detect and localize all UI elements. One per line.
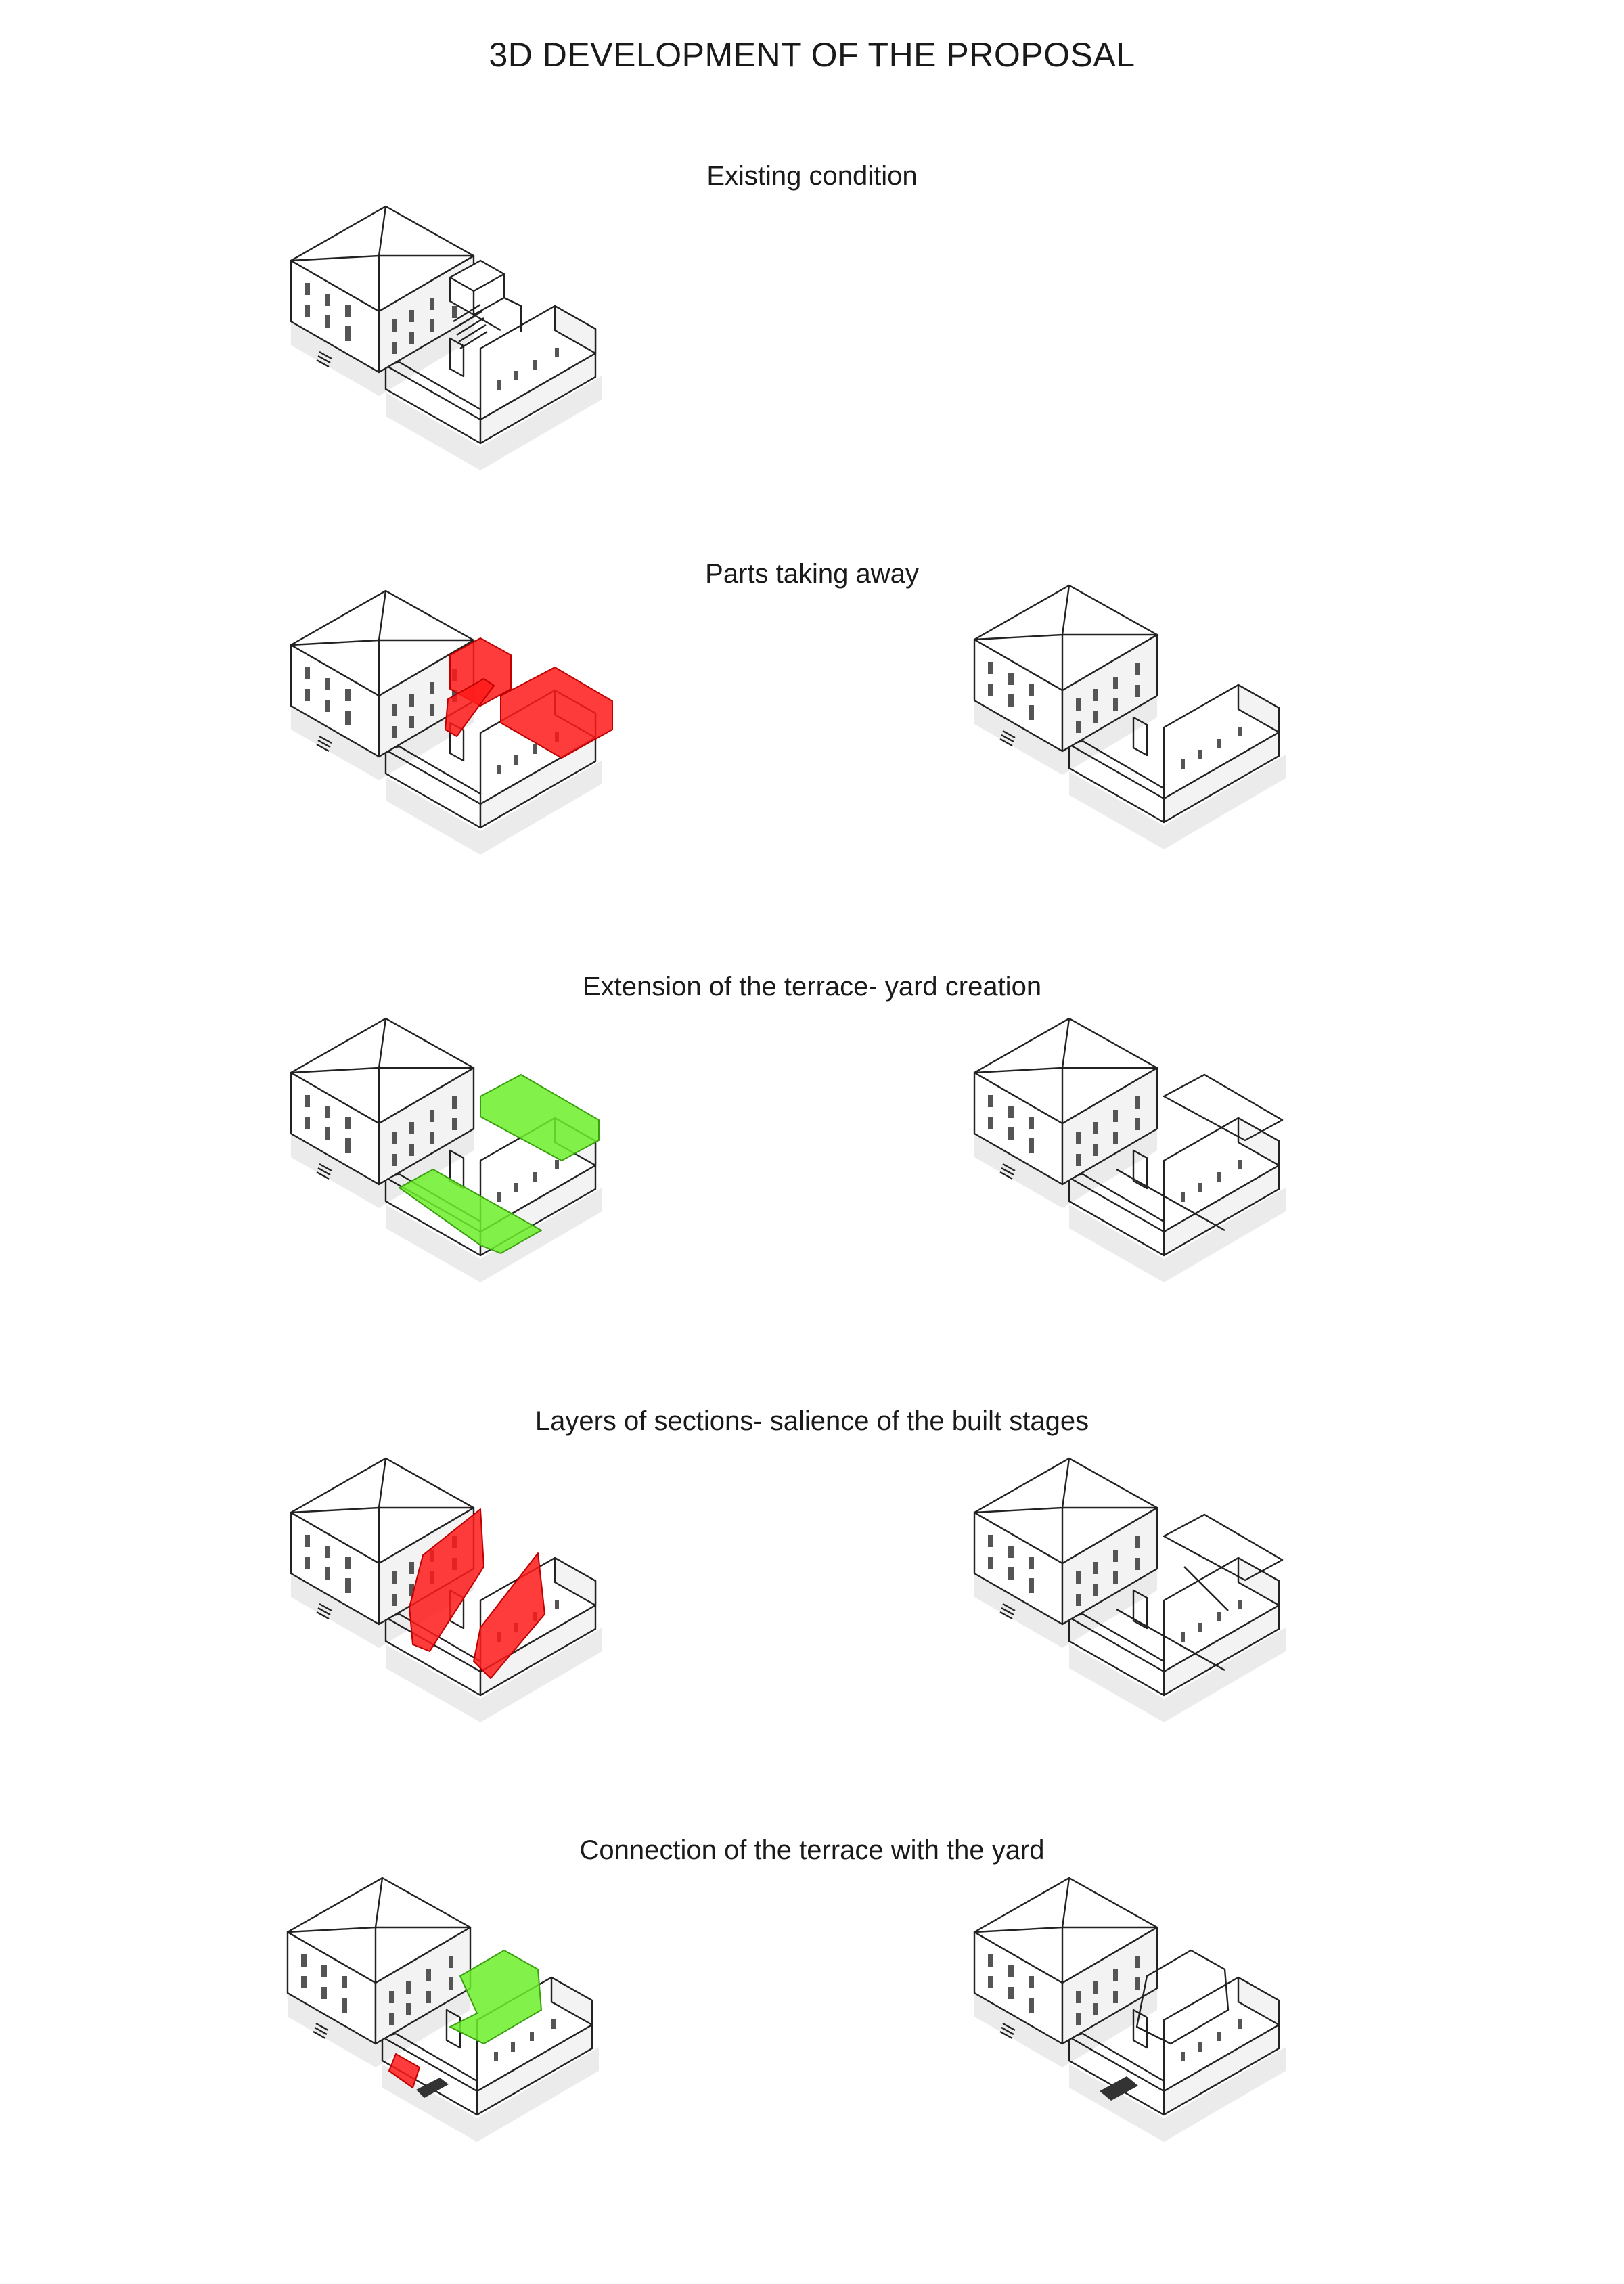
- page-title: 3D DEVELOPMENT OF THE PROPOSAL: [489, 36, 1135, 74]
- diagram-existing-condition: [277, 203, 616, 528]
- section-heading-terrace-extension: Extension of the terrace- yard creation: [582, 972, 1042, 1002]
- diagram-terrace-extension-result: [961, 1015, 1299, 1340]
- yard-floor: [399, 1169, 542, 1254]
- removed-stair: [445, 678, 495, 737]
- connection-ramp: [449, 1950, 542, 2044]
- section-plane-2: [473, 1552, 545, 1679]
- connection-stair: [416, 2078, 449, 2098]
- section-heading-parts-taking-away: Parts taking away: [705, 559, 919, 589]
- diagram-layers-of-sections-result: [961, 1455, 1299, 1780]
- section-plane-1: [409, 1508, 484, 1652]
- section-heading-terrace-yard-connection: Connection of the terrace with the yard: [579, 1835, 1045, 1865]
- section-heading-layers-of-sections: Layers of sections- salience of the buil…: [535, 1406, 1089, 1436]
- diagram-terrace-yard-connection-result: [961, 1875, 1299, 2199]
- connection-removed-wall: [388, 2053, 420, 2088]
- terrace-extension: [480, 1074, 600, 1161]
- diagram-parts-removed-highlighted: [277, 587, 616, 912]
- diagram-layers-of-sections-highlighted: [277, 1455, 616, 1780]
- connection-stair-result: [1100, 2076, 1138, 2101]
- removed-roof: [500, 667, 613, 759]
- section-heading-existing: Existing condition: [706, 161, 918, 191]
- diagram-parts-removed-result: [961, 582, 1299, 907]
- diagram-terrace-yard-connection-highlighted: [274, 1875, 612, 2199]
- diagram-terrace-extension-highlighted: [277, 1015, 616, 1340]
